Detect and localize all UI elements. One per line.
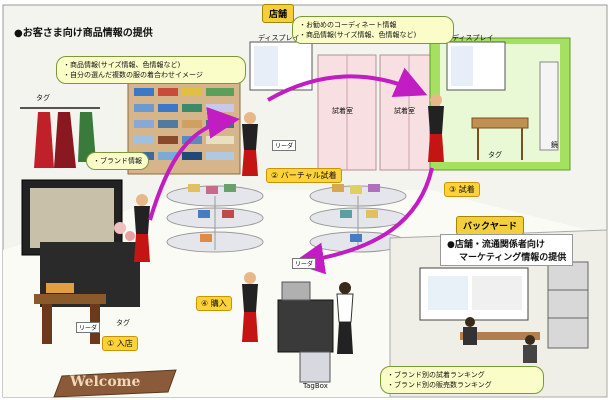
reader-label-1: リーダ [272, 140, 297, 151]
tag-label-mannequin: タグ [488, 151, 502, 159]
callout-product-info-line-1: ・商品情報(サイズ情報、色情報など) [63, 61, 181, 69]
welcome-mat [53, 369, 177, 398]
callout-coordinate-line-1: ・お勧めのコーディネート情報 [299, 21, 397, 29]
marketing-info-box: ●店舗・流通関係者向け マーケティング情報の提供 [440, 234, 574, 266]
display-screens [249, 41, 506, 91]
backyard-title: バックヤード [456, 216, 525, 235]
tag-label-entrance: タグ [116, 319, 130, 327]
reader-label-2: リーダ [292, 258, 317, 269]
callout-brand: ・ブランド情報 [86, 152, 149, 170]
flow-arrow-enter-to-virtual [148, 106, 240, 221]
step-fitting: ③ 試着 [444, 182, 480, 197]
callout-ranking-line-2: ・ブランド別の販売数ランキング [387, 381, 492, 389]
marketing-info-line-2: マーケティング情報の提供 [459, 253, 567, 263]
customer-info-title: ●お客さま向け商品情報の提供 [14, 28, 153, 39]
step-virtual-fitting: ② バーチャル試着 [266, 168, 342, 183]
marketing-info-line-1: ●店舗・流通関係者向け [447, 240, 545, 250]
callout-brand-line: ・ブランド情報 [93, 157, 142, 165]
checkout-counter [277, 281, 334, 383]
fitting-room-doors [317, 54, 439, 171]
tagbox-label: TagBox [303, 382, 328, 390]
callout-ranking: ・ブランド別の試着ランキング ・ブランド別の販売数ランキング [380, 366, 544, 394]
customer-figures [134, 94, 537, 363]
fitting-room-label-2: 試着室 [394, 107, 415, 115]
backyard-room [389, 229, 608, 398]
flow-arrows [148, 67, 434, 275]
store-section-title: 店舗 [262, 4, 295, 23]
flow-arrow-virtual-to-fitting [267, 67, 428, 102]
flow-arrow-fitting-to-purchase [292, 167, 434, 275]
mirror-label: 鏡 [551, 141, 558, 149]
display-label-2: ディスプレイ [452, 34, 494, 42]
callout-product-info-line-2: ・自分の選んだ複数の服の着合わせイメージ [63, 71, 203, 79]
tagbox-box [299, 351, 331, 383]
fitting-room-label-1: 試着室 [332, 107, 353, 115]
callout-product-info: ・商品情報(サイズ情報、色情報など) ・自分の選んだ複数の服の着合わせイメージ [56, 56, 246, 84]
step-enter: ① 入店 [102, 336, 138, 351]
round-tables [166, 184, 407, 253]
callout-coordinate: ・お勧めのコーディネート情報 ・商品情報(サイズ情報、色情報など) [292, 16, 454, 44]
tag-label-hanger: タグ [36, 94, 50, 102]
hanging-clothes [20, 107, 100, 168]
welcome-mat-text: Welcome [70, 374, 141, 390]
step-purchase: ④ 購入 [196, 296, 232, 311]
callout-coordinate-line-2: ・商品情報(サイズ情報、色情報など) [299, 31, 417, 39]
display-label-1: ディスプレイ [258, 34, 300, 42]
callout-ranking-line-1: ・ブランド別の試着ランキング [387, 371, 485, 379]
mirror [539, 61, 559, 151]
reader-label-3: リーダ [76, 322, 101, 333]
